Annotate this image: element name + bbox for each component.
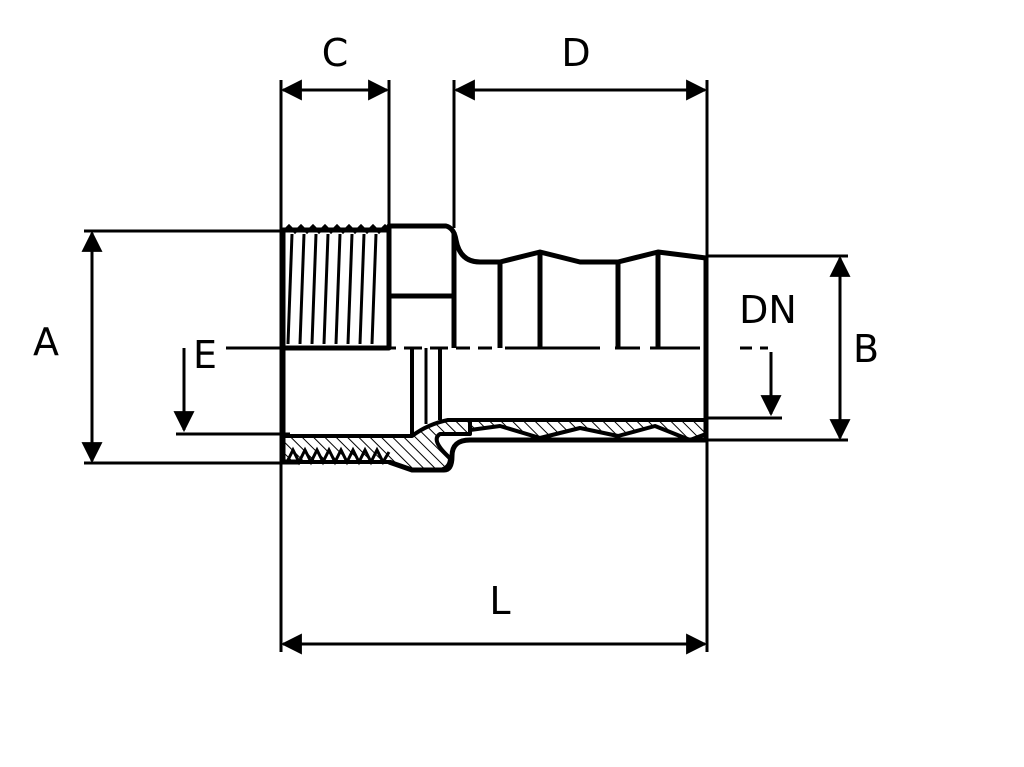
hex-section	[386, 223, 500, 348]
label-d: D	[561, 31, 590, 75]
thread-lines-upper	[281, 223, 391, 345]
label-dn: DN	[739, 288, 797, 332]
barb-section	[468, 418, 708, 442]
label-e: E	[193, 333, 217, 377]
label-b: B	[853, 327, 879, 371]
barb-profile	[499, 249, 709, 348]
label-c: C	[322, 31, 349, 75]
fitting-upper-view	[280, 223, 709, 351]
label-a: A	[33, 320, 59, 364]
dimension-lines	[81, 79, 851, 655]
label-l: L	[489, 579, 510, 623]
fitting-lower-section	[280, 348, 709, 473]
